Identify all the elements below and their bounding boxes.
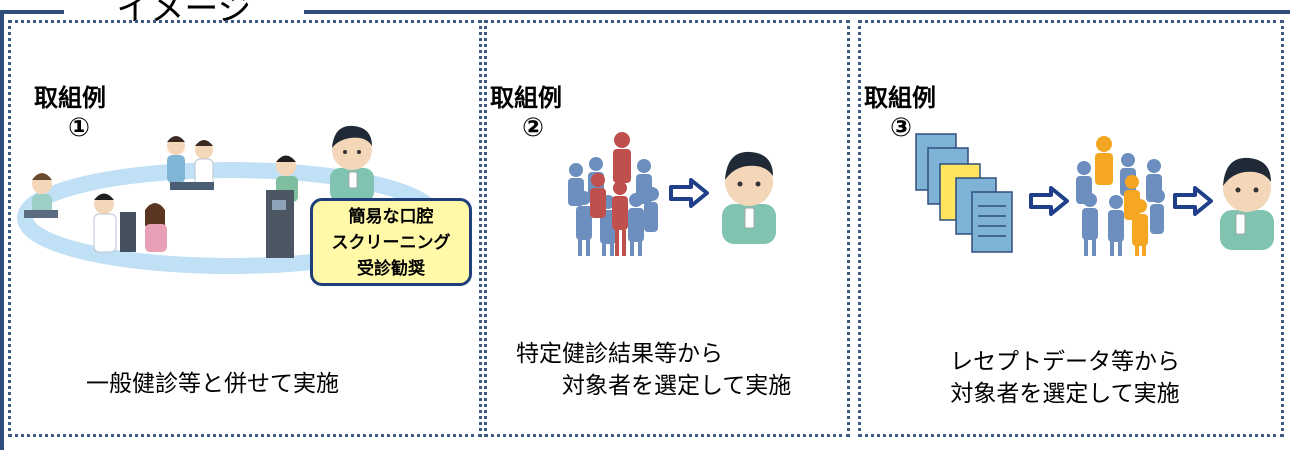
crowd-icon <box>1076 136 1165 256</box>
example-number-3: ③ <box>890 113 913 143</box>
person-icon <box>722 151 776 244</box>
example-label-1: 取組例 <box>34 84 106 112</box>
person-icon <box>330 125 374 202</box>
example-number-2: ② <box>522 113 545 143</box>
arrow-right-icon <box>669 178 709 208</box>
person-icon <box>1220 157 1274 250</box>
callout-line-2: スクリーニング <box>331 233 451 253</box>
crowd-icon <box>568 132 659 256</box>
arrow-right-icon <box>1029 186 1069 216</box>
example-number-1: ① <box>68 113 91 143</box>
example-label-2: 取組例 <box>490 84 562 112</box>
caption-3: レセプトデータ等から 対象者を選定して実施 <box>950 349 1180 407</box>
screening-callout: 簡易な口腔 スクリーニング 受診勧奨 <box>310 198 472 286</box>
example-panel-2 <box>484 20 850 437</box>
callout-line-3: 受診勧奨 <box>357 259 425 279</box>
eye-exam-icon <box>93 193 167 253</box>
example-panel-3 <box>858 20 1284 437</box>
patient-icon <box>24 173 58 218</box>
doctor-pair-icon <box>167 136 214 190</box>
arrow-right-icon <box>1173 186 1213 216</box>
caption-2: 特定健診結果等から 対象者を選定して実施 <box>516 341 792 399</box>
caption-1: 一般健診等と併せて実施 <box>86 371 339 397</box>
example-panel-1 <box>8 20 482 437</box>
document-stack-icon <box>915 133 1013 253</box>
machine-operator-icon <box>266 155 298 258</box>
example-label-3: 取組例 <box>864 84 936 112</box>
callout-line-1: 簡易な口腔 <box>348 207 434 227</box>
